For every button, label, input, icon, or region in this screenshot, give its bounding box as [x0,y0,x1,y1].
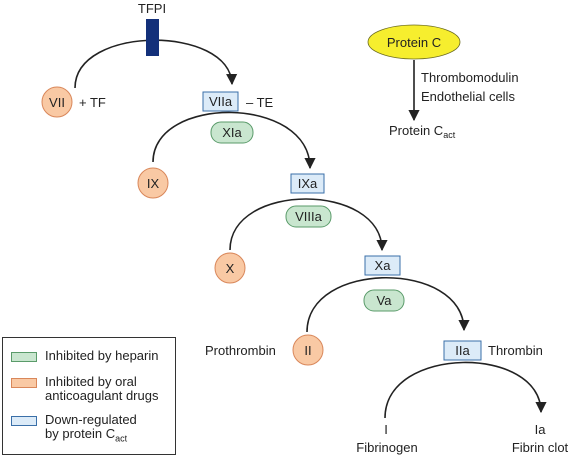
node-x-label: X [226,261,235,276]
node-xia [210,121,254,144]
node-viia-label: VIIa [209,94,233,109]
node-viiia-label: VIIIa [295,209,323,224]
node-vii-label: VII [49,95,65,110]
node-x [214,252,246,284]
node-viiia [285,205,332,228]
legend-swatch-protc [11,416,37,426]
legend-text-oral: Inhibited by oral anticoagulant drugs [45,374,159,403]
te-label: – TE [246,95,274,110]
legend-swatch-heparin [11,352,37,362]
legend-text-protc: Down-regulated by protein Cact [45,412,137,444]
legend: Inhibited by heparin Inhibited by oral a… [2,337,176,455]
node-i-label: I [384,422,388,437]
node-xa-label: Xa [375,258,392,273]
fibrin-clot-label: Fibrin clot [512,440,569,455]
node-ii-label: II [304,343,311,358]
legend-text-heparin: Inhibited by heparin [45,348,159,363]
legend-item-protc: Down-regulated by protein Cact [11,413,137,446]
legend-item-oral: Inhibited by oral anticoagulant drugs [11,375,158,403]
node-vii [41,86,73,118]
arc-i-ia [384,361,547,419]
legend-swatch-oral [11,378,37,388]
tfpi-label: TFPI [138,1,166,16]
node-ixa [290,173,325,194]
legend-item-heparin: Inhibited by heparin [11,349,158,363]
node-ii [292,334,324,366]
node-va-label: Va [377,293,393,308]
endothelial-label: Endothelial cells [421,89,515,104]
arc-ii-iia [306,276,470,333]
node-ixa-label: IXa [298,176,318,191]
node-iia [443,340,482,361]
fibrinogen-label: Fibrinogen [356,440,417,455]
thrombin-label: Thrombin [488,343,543,358]
arc-x-xa [229,198,388,252]
thrombomodulin-label: Thrombomodulin [421,70,519,85]
tfpi-bar [146,19,159,56]
node-ia-label: Ia [535,422,547,437]
node-xia-label: XIa [222,125,242,140]
protein-c-label: Protein C [387,35,441,50]
node-va [363,289,405,312]
protein-c-act-label: Protein Cact [389,123,456,140]
node-viia [202,91,239,112]
arc-ix-ixa [152,111,316,170]
node-iia-label: IIa [455,343,470,358]
node-xa [364,255,401,276]
node-ix [137,167,169,199]
prothrombin-label: Prothrombin [205,343,276,358]
tf-label: + TF [79,95,106,110]
node-ix-label: IX [147,176,160,191]
protein-c-ellipse [367,24,461,60]
